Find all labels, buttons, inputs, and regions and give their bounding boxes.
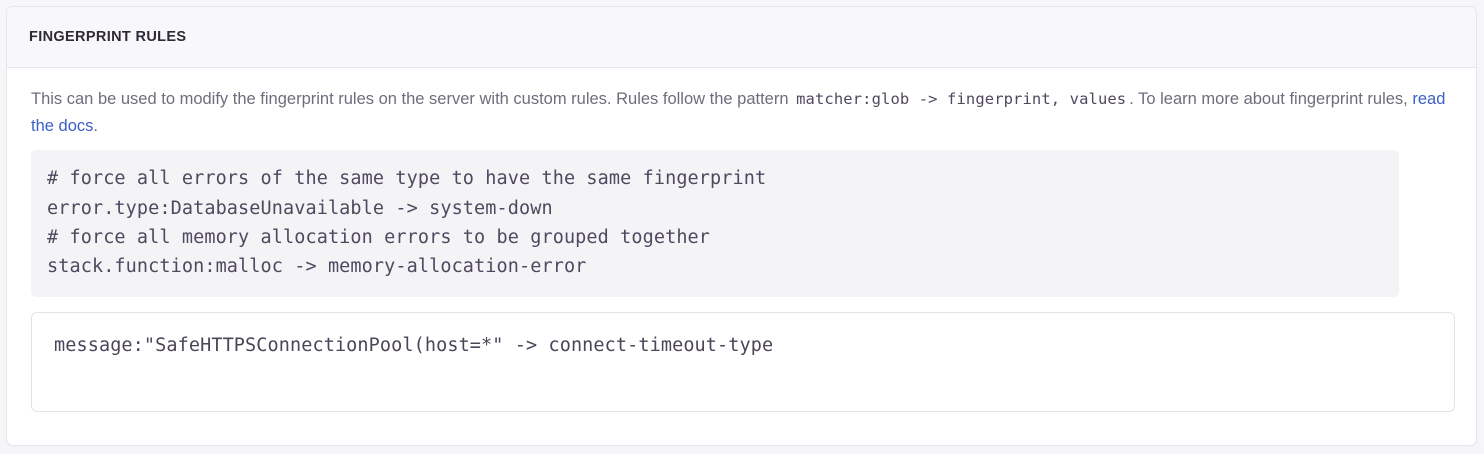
- panel-body: This can be used to modify the fingerpri…: [7, 68, 1476, 413]
- description-part-1: This can be used to modify the fingerpri…: [31, 90, 794, 108]
- fingerprint-rules-panel: FINGERPRINT RULES This can be used to mo…: [6, 6, 1477, 446]
- page-title: FINGERPRINT RULES: [29, 28, 187, 45]
- panel-header: FINGERPRINT RULES: [7, 7, 1476, 68]
- description-part-2: . To learn more about fingerprint rules,: [1129, 90, 1413, 108]
- description-text: This can be used to modify the fingerpri…: [31, 86, 1451, 139]
- example-code-block: # force all errors of the same type to h…: [31, 150, 1399, 298]
- description-part-3: .: [93, 116, 98, 135]
- pattern-inline-code: matcher:glob -> fingerprint, values: [796, 90, 1127, 108]
- fingerprint-rules-input[interactable]: [31, 312, 1455, 413]
- example-code-content: # force all errors of the same type to h…: [47, 168, 767, 278]
- read-the-docs-link[interactable]: read the docs: [31, 90, 1446, 135]
